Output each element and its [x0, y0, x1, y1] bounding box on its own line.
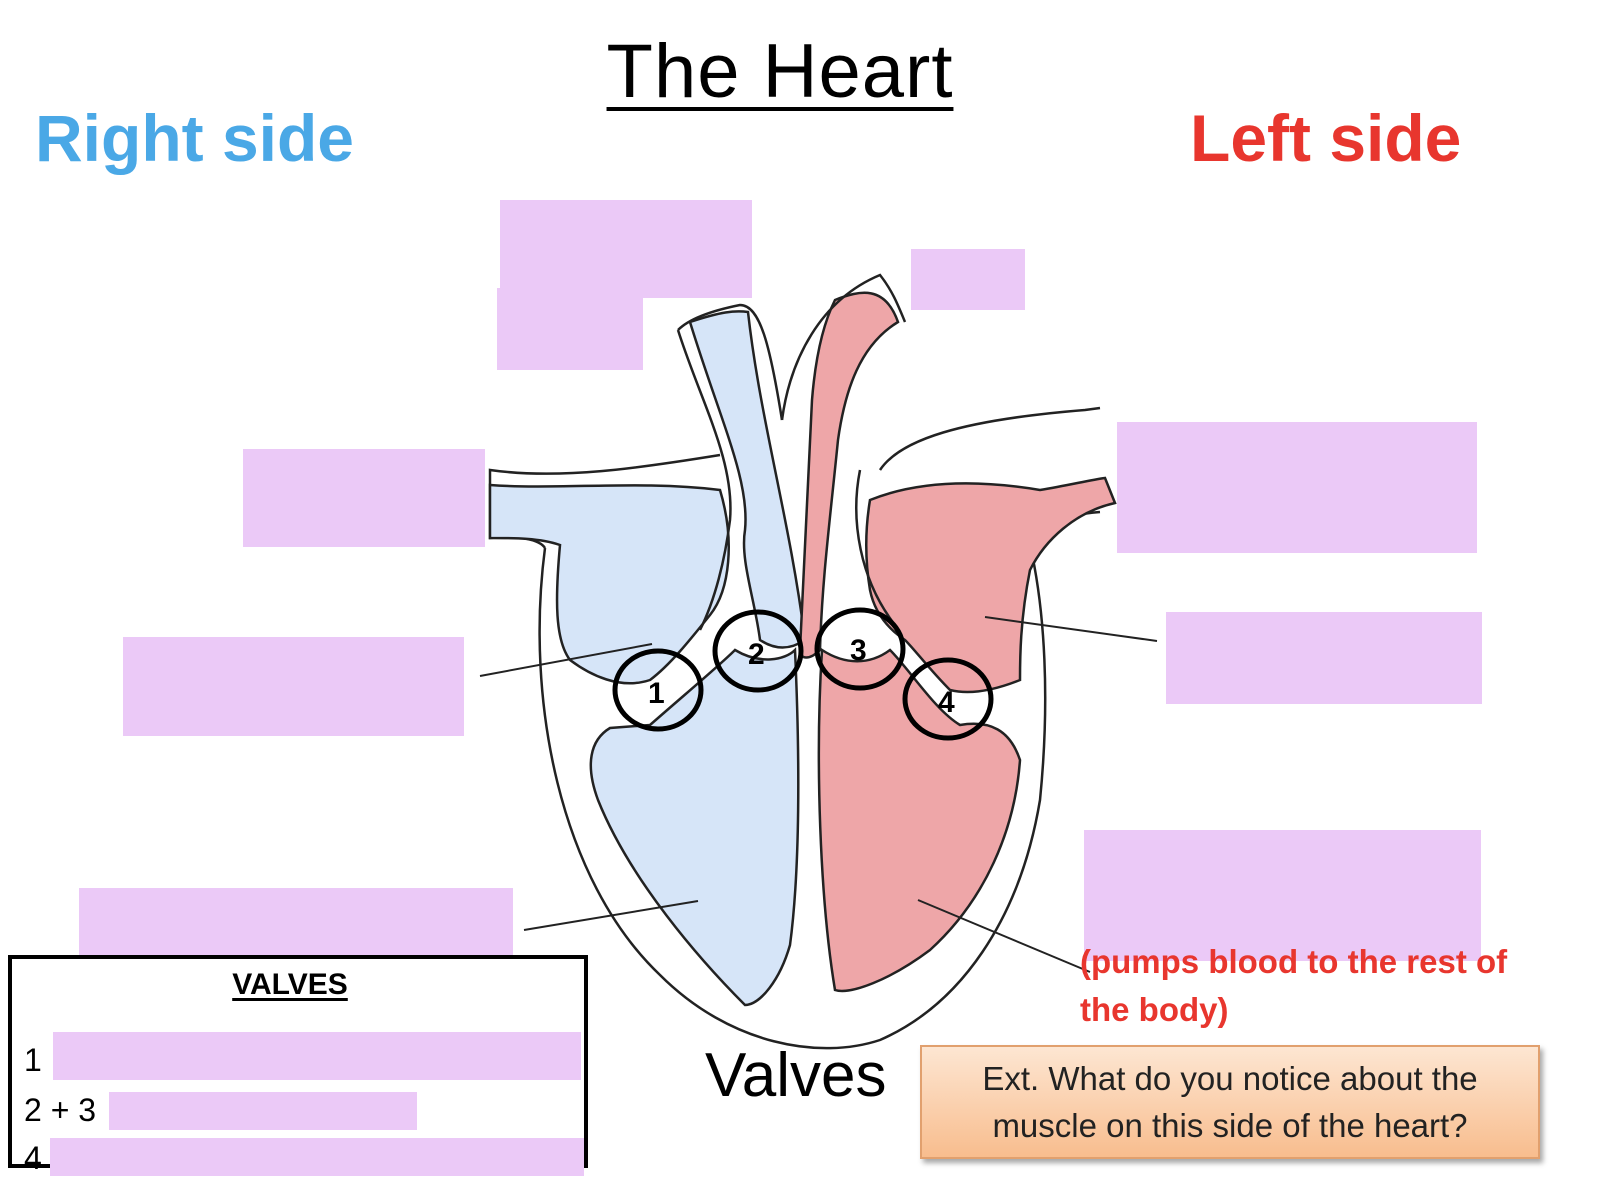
label-blank-right-atrium[interactable]	[123, 637, 464, 736]
pointer-line-right-atrium	[479, 643, 653, 677]
page-title: The Heart	[606, 29, 954, 114]
valves-row-3-label: 4	[24, 1140, 42, 1176]
valve-1-number: 1	[648, 677, 665, 710]
right-atrium	[488, 483, 730, 685]
valve-1-circle	[612, 648, 704, 732]
valves-row-1-blank[interactable]	[53, 1032, 581, 1080]
right-ventricle	[589, 647, 800, 1007]
left-side-label: Left side	[1190, 101, 1462, 175]
right-side-label: Right side	[35, 101, 355, 175]
pointer-line-left-atrium	[984, 616, 1158, 642]
label-blank-aorta[interactable]	[911, 249, 1025, 310]
pointer-line-left-ventricle	[917, 899, 1091, 973]
extension-question-line-1: Ext. What do you notice about the	[982, 1060, 1478, 1097]
label-blank-vena-cava[interactable]	[243, 449, 485, 547]
valve-2-circle	[712, 609, 804, 693]
heart-outline	[538, 510, 1101, 1050]
pointer-line-right-ventricle	[523, 900, 699, 931]
extension-question-line-2: muscle on this side of the heart?	[992, 1107, 1468, 1144]
valves-row-3-blank[interactable]	[50, 1138, 584, 1176]
label-blank-left-atrium[interactable]	[1166, 612, 1482, 704]
valves-row-1-label: 1	[24, 1042, 42, 1078]
label-blank-pulmonary-vein[interactable]	[1117, 422, 1477, 553]
valve-4-circle	[902, 657, 994, 741]
label-blank-vena-cava-top[interactable]	[500, 200, 752, 298]
label-blank-vena-cava-bottom[interactable]	[497, 288, 643, 370]
valves-row-2-blank[interactable]	[109, 1092, 417, 1130]
pulmonary-artery	[688, 310, 807, 649]
valves-center-label: Valves	[705, 1041, 887, 1110]
extension-question-box: Ext. What do you notice about the muscle…	[920, 1045, 1540, 1159]
aorta	[798, 291, 900, 659]
left-ventricle-note-line-2: the body)	[1080, 991, 1229, 1028]
valve-3-number: 3	[850, 634, 867, 667]
valve-3-circle	[814, 607, 906, 691]
left-ventricle-note: (pumps blood to the rest of the body)	[1080, 938, 1550, 1034]
left-ventricle-note-line-1: (pumps blood to the rest of	[1080, 943, 1508, 980]
valve-2-number: 2	[748, 638, 765, 671]
valves-row-2-label: 2 + 3	[24, 1092, 97, 1128]
valve-4-number: 4	[938, 686, 955, 719]
label-blank-left-ventricle[interactable]	[1084, 830, 1481, 961]
valves-table-heading: VALVES	[232, 968, 348, 1001]
